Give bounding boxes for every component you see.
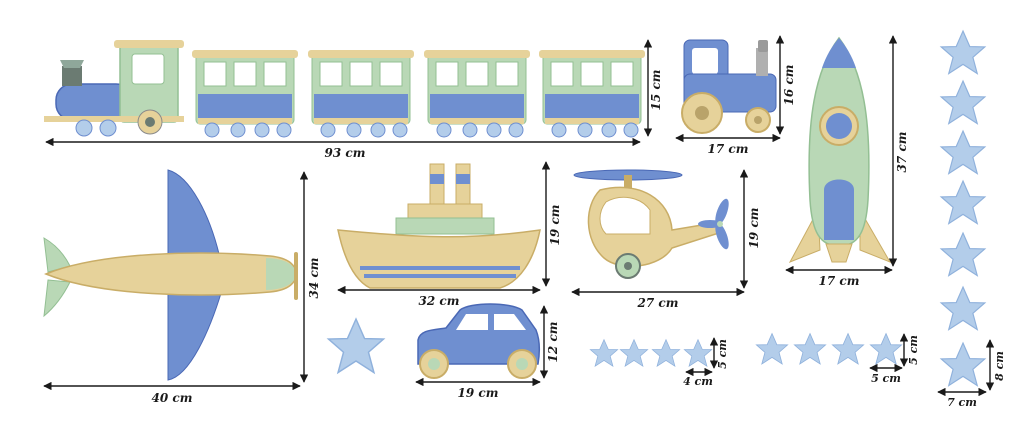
star-medium-width-label: 5 cm — [871, 372, 901, 385]
star-large-width-label: 7 cm — [947, 396, 977, 409]
rocket-icon — [788, 36, 892, 264]
car-width-label: 19 cm — [458, 386, 499, 400]
star-large-height-label: 8 cm — [993, 351, 1006, 381]
star-medium-height-label: 5 cm — [907, 335, 920, 365]
car-icon — [417, 303, 541, 379]
airplane-width-label: 40 cm — [152, 391, 193, 405]
rocket-width-label: 17 cm — [819, 274, 860, 288]
train-icon — [44, 40, 646, 138]
star-small-width-label: 4 cm — [683, 375, 713, 388]
airplane-height-label: 34 cm — [307, 258, 321, 299]
tractor-icon — [681, 39, 777, 134]
star-small-height-label: 5 cm — [716, 339, 729, 369]
tractor-height-label: 16 cm — [782, 65, 796, 106]
helicopter-width-label: 27 cm — [637, 296, 679, 310]
car-height-label: 12 cm — [546, 322, 560, 363]
tractor-width-label: 17 cm — [708, 142, 749, 156]
boat-height-label: 19 cm — [548, 205, 562, 246]
helicopter-icon — [573, 169, 729, 279]
helicopter-height-label: 19 cm — [747, 208, 761, 249]
train-width-label: 93 cm — [325, 146, 366, 160]
boat-icon — [337, 163, 541, 289]
rocket-height-label: 37 cm — [895, 132, 909, 173]
train-height-label: 15 cm — [649, 70, 663, 111]
boat-width-label: 32 cm — [419, 294, 460, 308]
airplane-icon — [43, 169, 298, 381]
